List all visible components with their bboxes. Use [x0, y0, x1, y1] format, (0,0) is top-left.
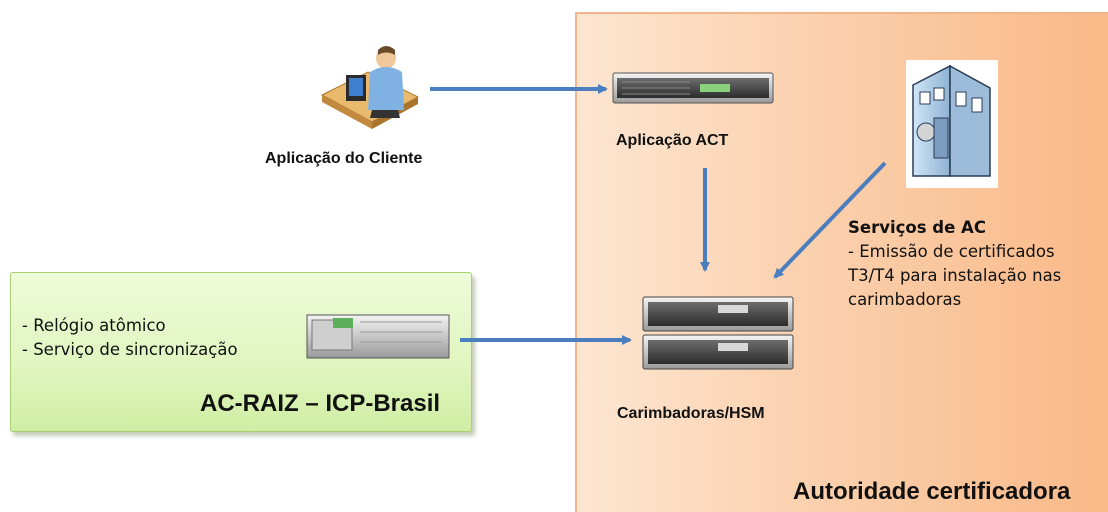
user-computer-icon [320, 46, 420, 129]
act-server-icon [612, 72, 774, 104]
ac-services-block: Serviços de AC - Emissão de certificados… [848, 216, 1061, 312]
building-icon [906, 60, 998, 188]
act-application-label: Aplicação ACT [616, 132, 729, 149]
atomic-clock-device-icon [306, 314, 450, 359]
raiz-items: - Relógio atômico - Serviço de sincroniz… [22, 314, 238, 362]
ac-raiz-title: AC-RAIZ – ICP-Brasil [200, 390, 441, 417]
hsm-servers-icon [642, 296, 794, 370]
raiz-item-2: - Serviço de sincronização [22, 340, 238, 359]
ac-services-line-3: carimbadoras [848, 290, 962, 309]
client-application-label: Aplicação do Cliente [265, 150, 423, 167]
ac-services-title: Serviços de AC [848, 218, 986, 237]
certificate-authority-title: Autoridade certificadora [793, 478, 1071, 505]
ac-services-line-1: - Emissão de certificados [848, 242, 1055, 261]
stamps-hsm-label: Carimbadoras/HSM [617, 405, 765, 422]
arrow-services-to-stamps [773, 161, 887, 279]
raiz-item-1: - Relógio atômico [22, 316, 166, 335]
ac-services-line-2: T3/T4 para instalação nas [848, 266, 1062, 285]
